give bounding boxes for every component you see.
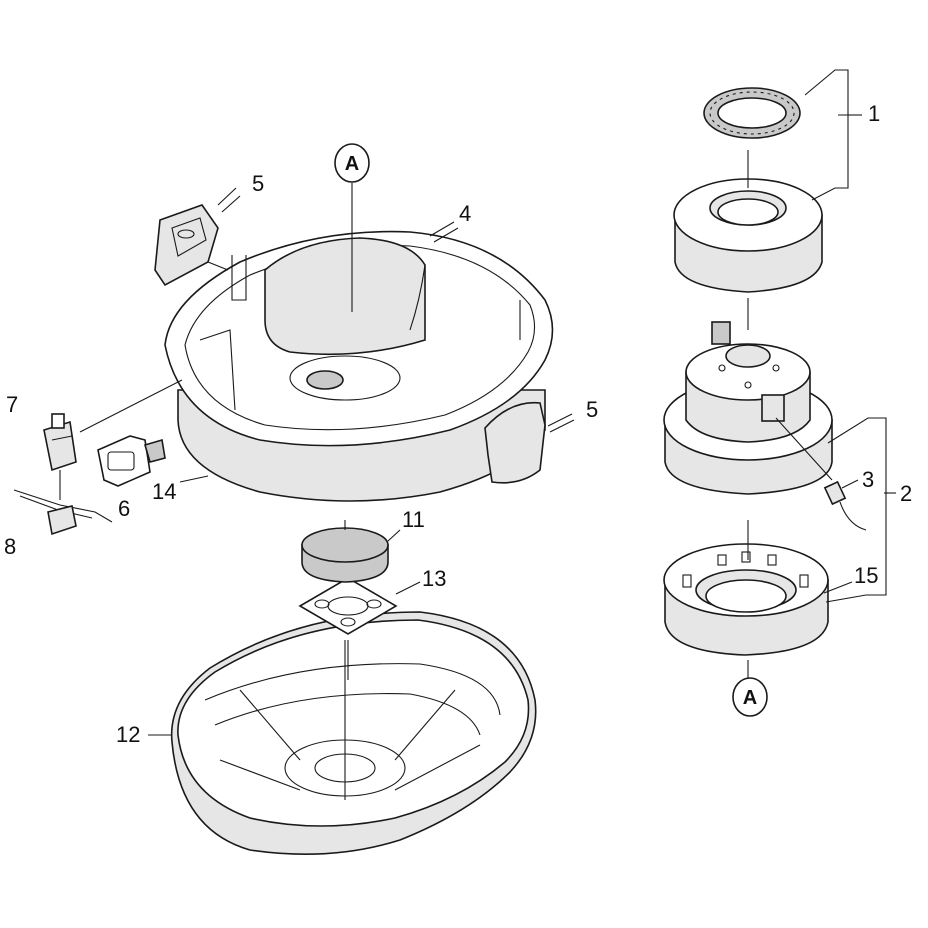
- motor-housing-upper: [164, 230, 554, 447]
- label-4: 4: [459, 201, 471, 226]
- part-6-switch: [97, 435, 166, 487]
- reference-mark-a-top: A: [334, 143, 370, 183]
- part-5-cover-upper: [154, 204, 219, 287]
- ref-a-top-text: A: [345, 153, 359, 175]
- ref-a-bottom-text: A: [743, 687, 757, 709]
- leader-lines: [59, 69, 896, 736]
- part-1-seal-ring: [703, 87, 801, 139]
- label-3: 3: [862, 467, 874, 492]
- reference-mark-a-bottom: A: [732, 677, 768, 717]
- part-15-fan-ring: [663, 543, 829, 656]
- label-2: 2: [900, 481, 912, 506]
- callout-labels: 1 2 3 4 5 5 6 7 8 11 12 13 14 15: [4, 101, 912, 747]
- label-7: 7: [6, 392, 18, 417]
- label-6: 6: [118, 496, 130, 521]
- part-7-connector: [43, 413, 77, 472]
- label-14: 14: [152, 479, 176, 504]
- part-8-cable-clip: [13, 489, 113, 536]
- part-1-motor-cover: [673, 178, 823, 293]
- label-5b: 5: [586, 397, 598, 422]
- label-5a: 5: [252, 171, 264, 196]
- label-12: 12: [116, 722, 140, 747]
- part-2-motor: [663, 321, 833, 495]
- part-11-filter-disc: [301, 527, 389, 583]
- label-8: 8: [4, 534, 16, 559]
- part-12-base-tray: [170, 611, 537, 856]
- part-5-cover-right: [484, 401, 546, 484]
- label-1: 1: [868, 101, 880, 126]
- part-3-sensor: [823, 480, 867, 531]
- part-13-cross-holder: [298, 577, 398, 635]
- label-13: 13: [422, 566, 446, 591]
- label-15: 15: [854, 563, 878, 588]
- label-11: 11: [402, 507, 425, 532]
